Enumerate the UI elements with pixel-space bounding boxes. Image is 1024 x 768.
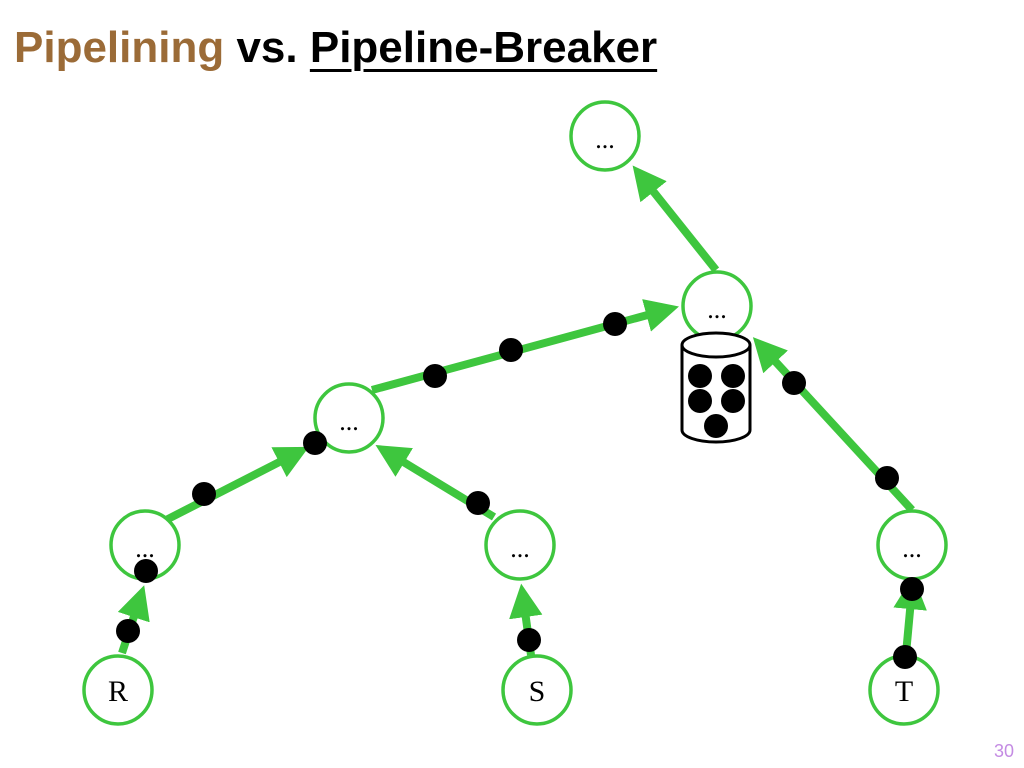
node-join-upper[interactable]: ...	[681, 270, 753, 342]
title-pipelining: Pipelining	[14, 23, 225, 72]
node-op-t-label: ...	[902, 534, 922, 563]
tuples-in-flight	[116, 312, 924, 669]
tuple-dot	[116, 619, 140, 643]
node-rel-r-circle	[82, 654, 154, 726]
tuple-dot	[517, 628, 541, 652]
title-vs: vs.	[224, 23, 310, 72]
node-op-r-label: ...	[135, 534, 155, 563]
buffer-cylinder-icon	[680, 331, 752, 444]
node-rel-t-label: T	[895, 675, 913, 708]
tuple-dot	[900, 577, 924, 601]
slide-title: Pipelining vs. Pipeline-Breaker	[14, 18, 657, 78]
node-rel-r-label: R	[108, 675, 128, 708]
buffer-tuple	[704, 414, 728, 438]
tuple-dot	[134, 559, 158, 583]
node-root-circle	[569, 100, 641, 172]
nodes: ... ... ... ... ... ... R S	[82, 100, 948, 726]
tuple-dot	[303, 431, 327, 455]
tuple-dot	[423, 364, 447, 388]
tuple-dot	[782, 371, 806, 395]
node-op-s-label: ...	[510, 534, 530, 563]
buffer-tuple	[688, 389, 712, 413]
node-op-s[interactable]: ...	[484, 509, 556, 581]
node-op-s-circle	[484, 509, 556, 581]
node-rel-s-circle	[501, 654, 573, 726]
edge-op-r-to-join-lower	[164, 446, 309, 524]
tuple-dot	[499, 338, 523, 362]
title-pipeline-breaker: Pipeline-Breaker	[309, 23, 658, 72]
edges	[117, 165, 927, 656]
node-root[interactable]: ...	[569, 100, 641, 172]
node-join-lower-circle	[313, 382, 385, 454]
tuple-dot	[192, 482, 216, 506]
tuple-dot	[875, 466, 899, 490]
page-number: 30	[993, 741, 1014, 761]
buffer-tuple	[721, 389, 745, 413]
tuple-dot	[893, 645, 917, 669]
tuple-dot	[466, 491, 490, 515]
node-rel-r[interactable]: R	[82, 654, 154, 726]
node-join-lower[interactable]: ...	[313, 382, 385, 454]
tuple-dot	[603, 312, 627, 336]
buffer-tuple	[721, 364, 745, 388]
edge-join-upper-to-root	[632, 165, 720, 273]
node-rel-s[interactable]: S	[501, 654, 573, 726]
buffer-top	[680, 331, 752, 359]
node-join-lower-label: ...	[339, 407, 359, 436]
node-rel-s-label: S	[529, 675, 546, 708]
node-op-t[interactable]: ...	[876, 509, 948, 581]
buffer-tuple	[688, 364, 712, 388]
node-root-label: ...	[595, 125, 615, 154]
node-join-upper-label: ...	[707, 295, 727, 324]
